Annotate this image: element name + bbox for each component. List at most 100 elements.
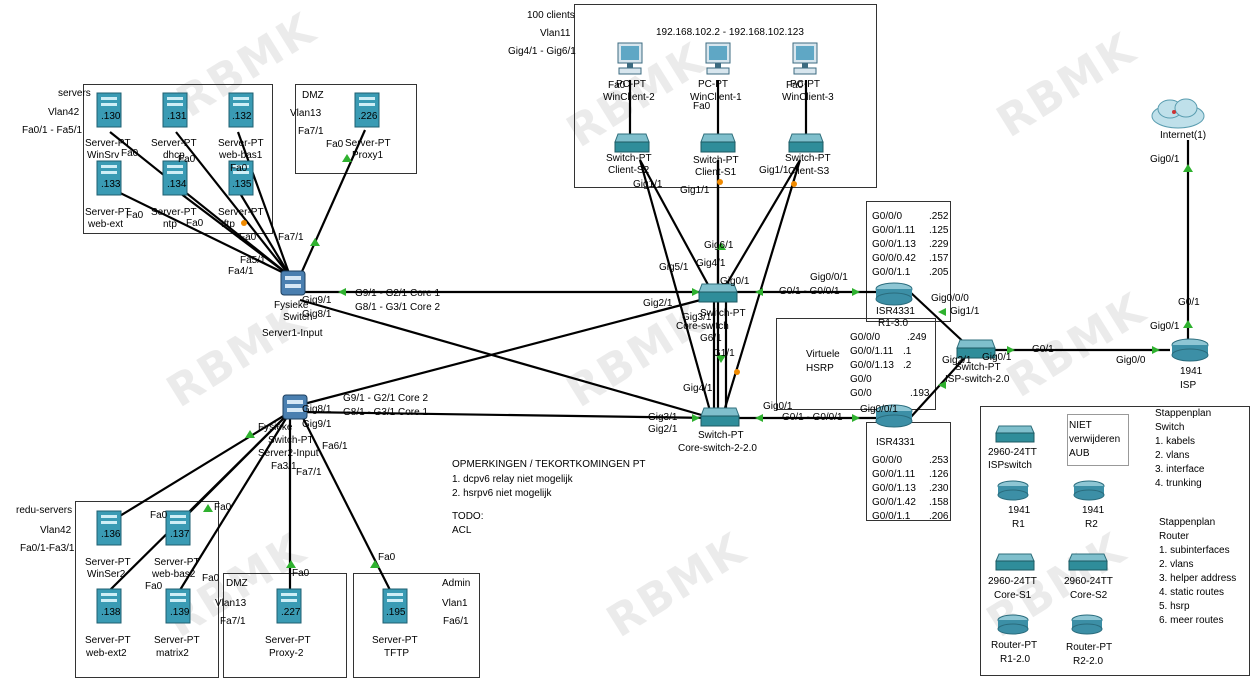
server-proxy1[interactable]: [354, 92, 380, 131]
todo-item: ACL: [452, 525, 472, 536]
legend-device-sub: R2: [1085, 519, 1098, 530]
legend-router-pt-r1[interactable]: [996, 614, 1030, 639]
iface: G0/0/1.1: [872, 511, 911, 522]
cloud-label: Internet(1): [1160, 130, 1207, 141]
port-label: Fa0: [214, 502, 232, 513]
port-label: Gig1/1: [633, 179, 663, 190]
servers-zone: [83, 84, 273, 234]
switch-icon: [1068, 553, 1108, 571]
pc-winclient-1[interactable]: [703, 42, 733, 79]
port-label: Gig1/1: [759, 165, 789, 176]
server-label: Server-PT: [151, 207, 197, 218]
port-label: Gig2/1: [942, 355, 972, 366]
pc-winclient-3[interactable]: [790, 42, 820, 79]
switch-icon: [700, 133, 736, 153]
router-icon: [875, 404, 913, 428]
router-icon: [875, 282, 913, 306]
switch-icon: [698, 283, 738, 303]
server-132[interactable]: [228, 92, 254, 131]
iface-ip: .193: [910, 388, 930, 399]
server-135[interactable]: [228, 160, 254, 199]
server-icon: [162, 160, 188, 196]
dmz-zone: [295, 84, 417, 174]
router-r1[interactable]: [874, 282, 914, 309]
server-133[interactable]: [96, 160, 122, 199]
legend-device-label: 1941: [1008, 505, 1031, 516]
cable: [909, 291, 971, 349]
link-up-marker: [370, 560, 380, 568]
legend-1941-r2[interactable]: [1072, 480, 1106, 505]
physical-switch-2[interactable]: [282, 394, 308, 423]
server-icon: [96, 510, 122, 546]
server-sub: Proxy1: [352, 150, 384, 161]
server-label: Server-PT: [372, 635, 418, 646]
router-isp[interactable]: [1170, 338, 1210, 365]
niet-line: AUB: [1069, 448, 1090, 459]
iface: G0/0/0: [850, 332, 881, 343]
zone-title: redu-servers: [16, 505, 73, 516]
server-sub: web-bas1: [219, 150, 263, 161]
switch-label: Switch-PT: [693, 155, 739, 166]
legend-2960-core-s2[interactable]: [1068, 552, 1108, 575]
server-proxy2[interactable]: [276, 588, 302, 627]
internet-cloud[interactable]: [1150, 96, 1206, 133]
legend-2960-core-s1[interactable]: [995, 552, 1035, 575]
server-139[interactable]: [165, 588, 191, 627]
link-label: G0/1 - G0/0/1: [779, 286, 840, 297]
cable: [237, 189, 291, 277]
port-label: Gig5/1: [659, 262, 689, 273]
core-switch-2[interactable]: [700, 406, 740, 431]
server-131[interactable]: [162, 92, 188, 131]
link-up-marker: [755, 288, 763, 296]
notes-line: 2. hsrpv6 niet mogelijk: [452, 488, 552, 499]
server-134[interactable]: [162, 160, 188, 199]
legend-router-pt-r2[interactable]: [1070, 614, 1104, 639]
iface: G0/0/1.42: [872, 497, 916, 508]
router-icon: [1071, 614, 1103, 635]
iface-ip: .230: [929, 483, 949, 494]
legend-device-label: 2960-24TT: [988, 576, 1037, 587]
cable: [299, 295, 713, 407]
isp-switch[interactable]: [956, 338, 996, 363]
port-label: Gig1/1: [680, 185, 710, 196]
server-136[interactable]: [96, 510, 122, 549]
legend-2960-ispswitch[interactable]: [995, 424, 1035, 447]
admin-zone: [353, 573, 480, 678]
server-sub: tftp: [221, 219, 235, 230]
router-r2[interactable]: [874, 404, 914, 431]
dmz2-zone: [223, 573, 347, 678]
cable: [175, 131, 291, 277]
server-icon: [165, 588, 191, 624]
port-label: Fa0: [239, 232, 257, 243]
switch-label: Switch-PT: [700, 308, 746, 319]
physical-switch-1[interactable]: [280, 270, 306, 299]
router-icon: [997, 480, 1029, 501]
switch-sub: Client-S1: [695, 167, 737, 178]
link-up-marker: [938, 381, 946, 389]
switch-steps: 2. vlans: [1155, 450, 1190, 461]
server-icon: [228, 92, 254, 128]
router-label: ISR4331: [876, 306, 915, 317]
switch-steps: 4. trunking: [1155, 478, 1202, 489]
server-icon: [165, 510, 191, 546]
port-label: Gig0/0/0: [931, 293, 969, 304]
router-steps: 1. subinterfaces: [1159, 545, 1230, 556]
switch-client-s2[interactable]: [614, 132, 650, 157]
server-138[interactable]: [96, 588, 122, 627]
switch-client-s1[interactable]: [700, 132, 736, 157]
iface: G0/0/1.11: [872, 225, 916, 236]
server-130[interactable]: [96, 92, 122, 131]
server-tftp[interactable]: [382, 588, 408, 627]
port-label: Gig0/1: [1150, 154, 1180, 165]
server-137[interactable]: [165, 510, 191, 549]
pc-winclient-2[interactable]: [615, 42, 645, 79]
switch-sub: Core-switch-2-2.0: [678, 443, 757, 454]
cable: [298, 129, 367, 277]
port-label: Gig2/1: [648, 424, 678, 435]
switch-sub: Core-switch: [676, 321, 729, 332]
legend-device-sub: R2-2.0: [1073, 656, 1104, 667]
legend-1941-r1[interactable]: [996, 480, 1030, 505]
switch-client-s3[interactable]: [788, 132, 824, 157]
core-switch-1[interactable]: [698, 282, 738, 307]
